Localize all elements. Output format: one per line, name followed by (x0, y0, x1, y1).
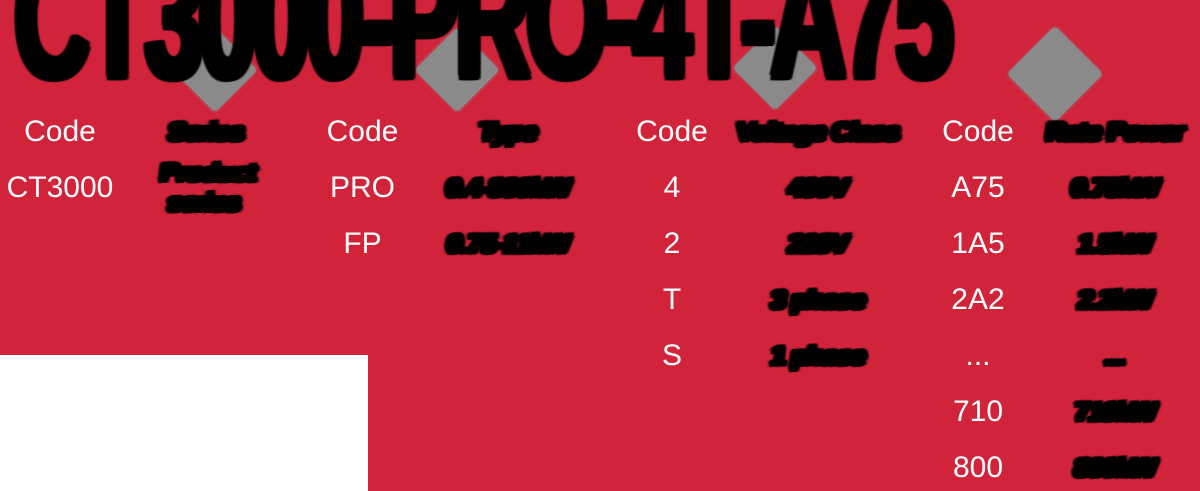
decoder-row: S 1 phase (628, 328, 920, 384)
code-value: ... (965, 339, 991, 372)
code-value: 2 (663, 227, 681, 260)
decoder-row: 2 220V (628, 216, 920, 272)
code-description: 3 phase (769, 285, 867, 314)
decoder-header-row: Code Rate Power (930, 104, 1200, 160)
category-label: Type (477, 117, 539, 146)
code-description: 2.2kW (1076, 285, 1154, 314)
decoder-header-row: Code Type (320, 104, 611, 160)
decoder-row: A75 0.75kW (930, 160, 1200, 216)
code-description: 1 phase (769, 341, 867, 370)
category-label: Voltage Class (734, 117, 902, 146)
category-label: Rate Power (1044, 117, 1186, 146)
code-description: ... (1103, 341, 1127, 370)
code-value: S (661, 339, 682, 372)
code-header-label: Code (942, 115, 1014, 148)
decoder-row: 4 400V (628, 160, 920, 216)
decoder-row: T 3 phase (628, 272, 920, 328)
code-description: 0.4-800kW (444, 173, 572, 202)
code-description: 1.5kW (1076, 229, 1154, 258)
code-description: 800kW (1072, 453, 1158, 482)
code-value: 710 (952, 395, 1004, 428)
decoder-row: 800 800kW (930, 440, 1200, 491)
code-value: FP (343, 227, 382, 260)
decoder-row: PRO 0.4-800kW (320, 160, 611, 216)
decoder-row: FP 0.75-11kW (320, 216, 611, 272)
code-header-label: Code (24, 115, 96, 148)
decoder-row: CT3000 Product series (0, 158, 292, 217)
decoder-header-row: Code Series (0, 104, 292, 160)
white-cutout-area (0, 355, 368, 491)
decoder-row: 2A2 2.2kW (930, 272, 1200, 328)
code-value: 2A2 (951, 283, 1005, 316)
decoder-header-row: Code Voltage Class (628, 104, 920, 160)
decoder-row: 1A5 1.5kW (930, 216, 1200, 272)
code-header-label: Code (636, 115, 708, 148)
code-description: 220V (786, 229, 850, 258)
code-value: PRO (329, 171, 395, 204)
code-value: 1A5 (951, 227, 1005, 260)
code-description: Product series (158, 158, 258, 217)
code-description: 400V (786, 173, 850, 202)
code-description: 0.75-11kW (445, 229, 571, 258)
code-value: A75 (951, 171, 1005, 204)
code-header-label: Code (326, 115, 399, 148)
category-label: Series (166, 117, 246, 146)
code-value: 800 (952, 451, 1004, 484)
model-number-title: CT3000-PRO-4T-A75 (14, 0, 954, 114)
code-value: CT3000 (6, 171, 114, 204)
code-value: T (662, 283, 682, 316)
decoder-row: ...... (930, 328, 1200, 384)
code-description: 710kW (1072, 397, 1158, 426)
code-description: 0.75kW (1069, 173, 1161, 202)
code-value: 4 (663, 171, 681, 204)
decoder-row: 710 710kW (930, 384, 1200, 440)
